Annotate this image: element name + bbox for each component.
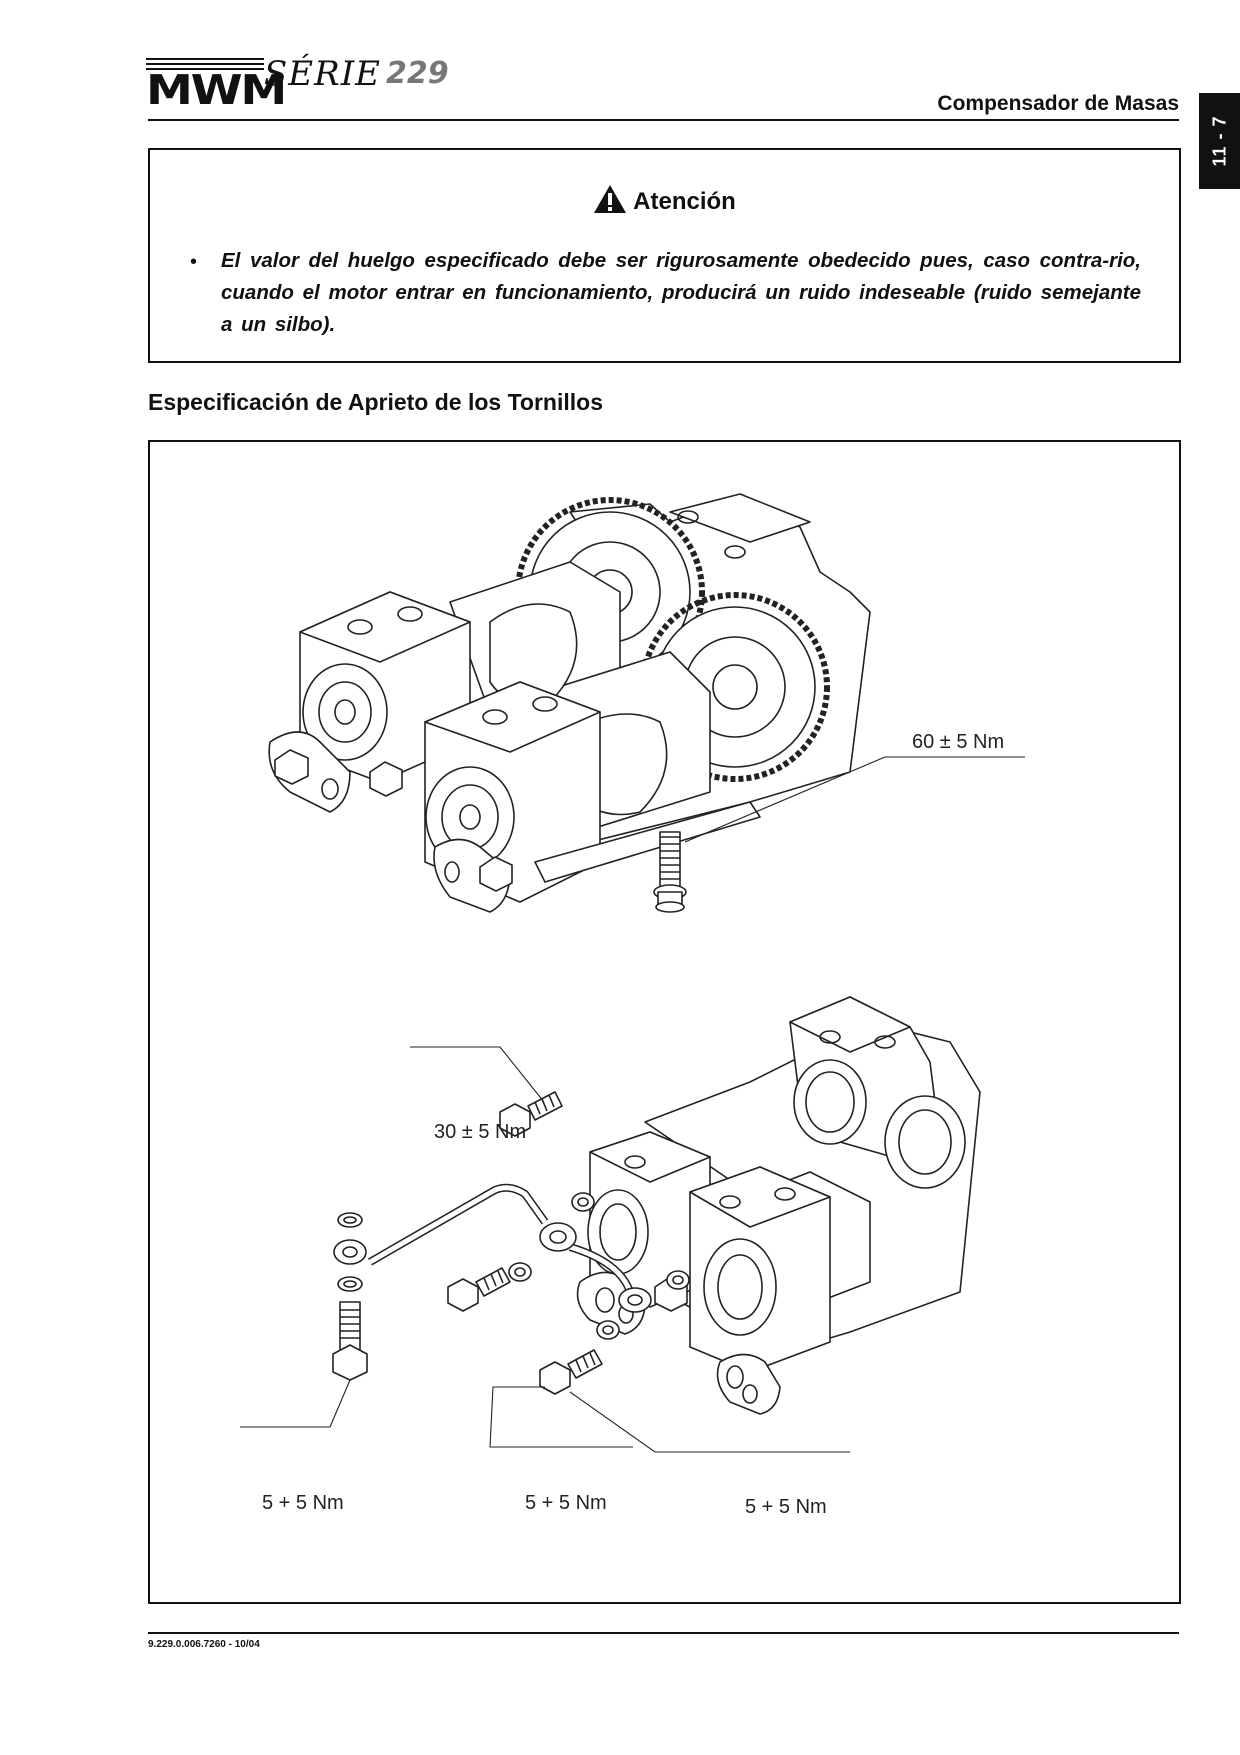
hex-bolt-30nm [499,1091,563,1137]
hex-bolt-60nm [653,831,687,913]
callout-bolt-mid: 30 ± 5 Nm [434,1121,527,1143]
page-tab-label: 11 - 7 [1209,115,1229,167]
oil-pipe [368,1183,634,1294]
callout-banjo-center: 5 + 5 Nm [525,1492,607,1514]
warning-bullet: • [190,251,198,273]
illustration-drawing [240,493,1025,1453]
logo-series-word: SÉRIE [264,54,381,94]
document-code: 9.229.0.006.7260 - 10/04 [148,1639,260,1650]
callout-bolt-top: 60 ± 5 Nm [912,731,1005,753]
callout-banjo-right: 5 + 5 Nm [745,1496,827,1518]
section-title: Compensador de Masas [937,92,1179,115]
warning-text: El valor del huelgo especificado debe se… [221,249,1141,336]
technical-illustration: 60 ± 5 Nm 30 ± 5 Nm 5 + 5 Nm 5 + 5 Nm 5 … [148,440,1181,1604]
page-tab: 11 - 7 [1199,93,1240,189]
banjo-fittings [332,1192,690,1395]
warning-box: Atención • El valor del huelgo especific… [148,148,1181,363]
callout-banjo-left: 5 + 5 Nm [262,1492,344,1514]
logo-series-number: 229 [386,56,449,91]
balancer-housing-lower [576,996,981,1415]
footer-rule [148,1632,1179,1634]
section-heading: Especificación de Aprieto de los Tornill… [148,389,603,415]
logo-stripes [146,58,264,73]
warning-title: Atención [633,188,736,215]
header-rule [148,119,1179,121]
warning-heading: Atención [150,184,1179,216]
balancer-assembly-upper [268,493,871,913]
callout-leaders [240,756,1025,1453]
logo-brand-text: MWM [146,66,287,114]
brand-logo: MWM SÉRIE 229 [146,54,476,114]
warning-triangle-icon [594,185,627,213]
